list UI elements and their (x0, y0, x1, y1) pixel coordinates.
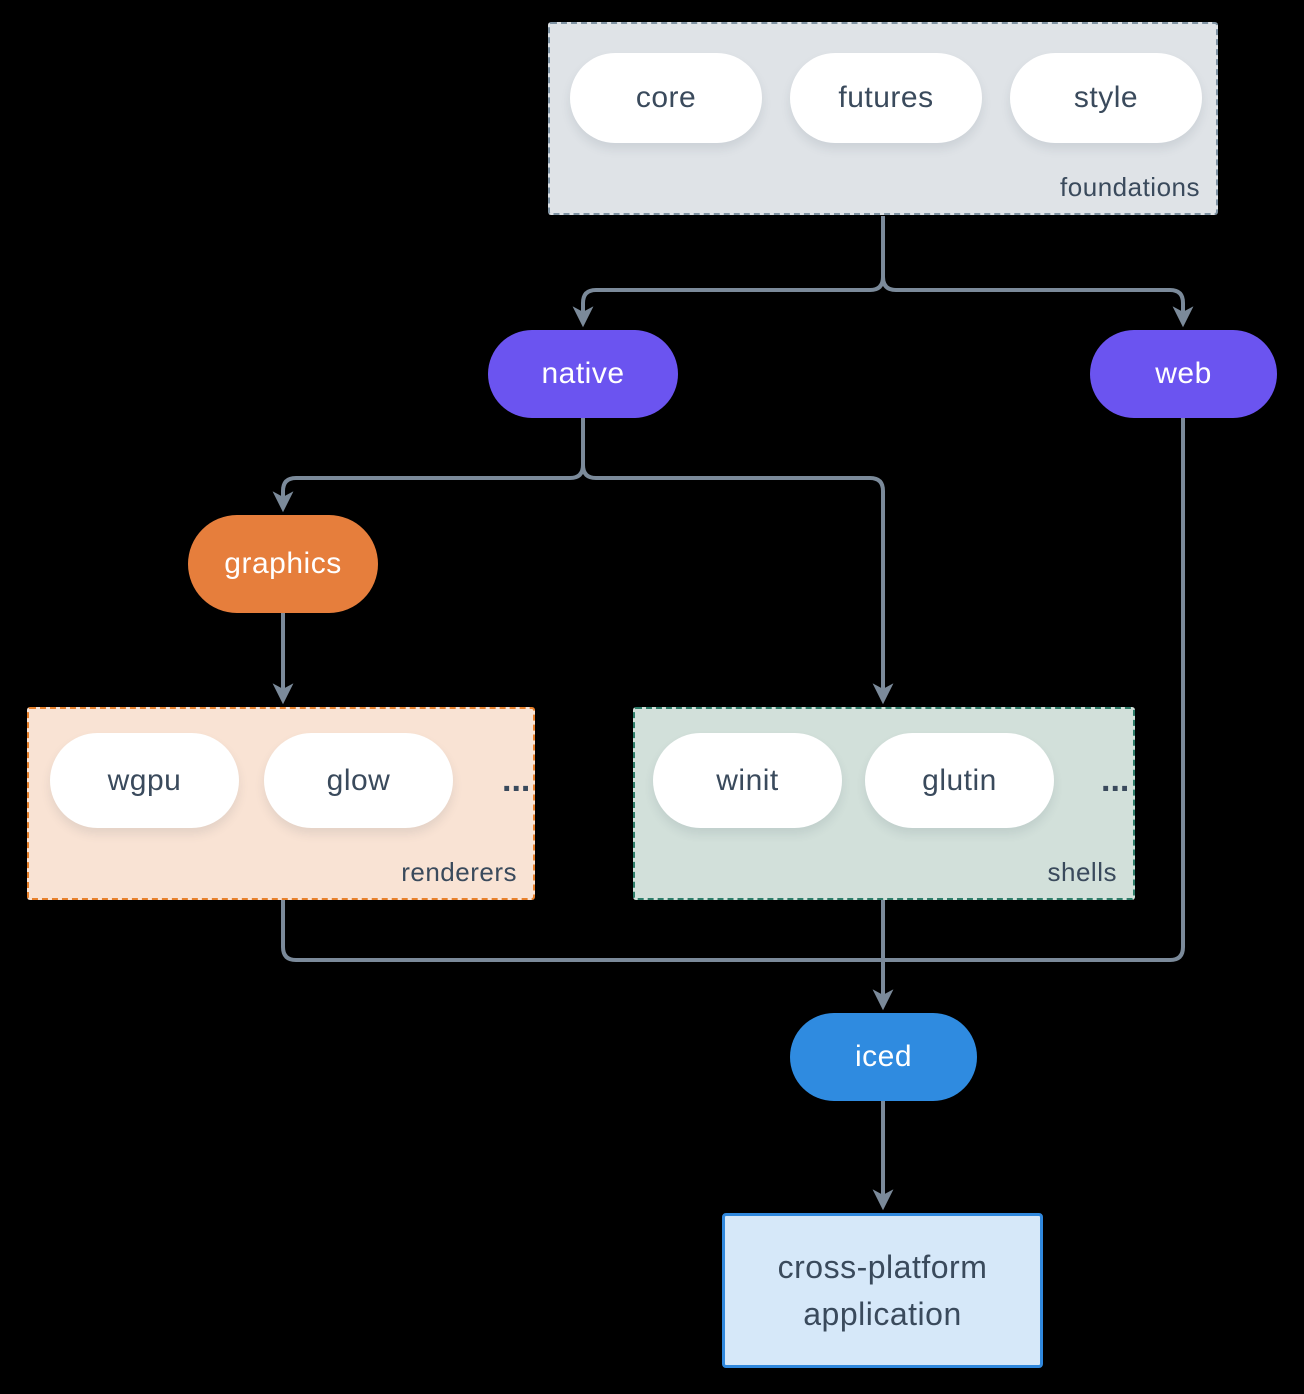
renderers-ellipsis: ... (502, 761, 531, 799)
node-graphics: graphics (188, 515, 378, 613)
node-wgpu: wgpu (50, 733, 239, 828)
node-native: native (488, 330, 678, 418)
node-glow: glow (264, 733, 453, 828)
application-label-line2: application (803, 1295, 962, 1332)
edge-foundations-native (572, 216, 885, 328)
node-futures-label: futures (838, 81, 934, 114)
node-futures: futures (790, 53, 982, 143)
node-glutin-label: glutin (922, 763, 997, 797)
node-graphics-label: graphics (224, 547, 342, 580)
foundations-pill-row: core futures style (550, 24, 1216, 143)
node-iced: iced (790, 1013, 977, 1101)
node-glutin: glutin (865, 733, 1054, 828)
shells-pill-row: winit glutin ... (635, 709, 1133, 828)
node-winit-label: winit (716, 763, 779, 797)
node-wgpu-label: wgpu (107, 763, 182, 797)
node-cross-platform-application: cross-platform application (722, 1213, 1043, 1368)
edge-web-iced (883, 418, 1185, 962)
foundations-group-label: foundations (1060, 172, 1200, 202)
node-core: core (570, 53, 762, 143)
renderers-pill-row: wgpu glow ... (29, 709, 533, 828)
group-foundations: core futures style foundations (548, 22, 1218, 215)
shells-group-label: shells (1047, 857, 1117, 887)
edge-renderers-iced (281, 900, 883, 962)
group-shells: winit glutin ... shells (633, 707, 1135, 900)
shells-ellipsis: ... (1101, 761, 1130, 799)
node-native-label: native (541, 357, 625, 390)
renderers-group-label: renderers (401, 857, 517, 887)
edge-foundations-web (881, 216, 1194, 328)
group-renderers: wgpu glow ... renderers (27, 707, 535, 900)
node-glow-label: glow (326, 763, 391, 797)
node-style-label: style (1073, 81, 1139, 114)
application-label-line1: cross-platform (777, 1249, 988, 1286)
node-style: style (1010, 53, 1202, 143)
edge-native-graphics (272, 418, 585, 513)
node-core-label: core (635, 81, 697, 114)
edge-native-shells (581, 418, 894, 705)
node-web: web (1090, 330, 1277, 418)
node-winit: winit (653, 733, 842, 828)
node-iced-label: iced (854, 1040, 913, 1073)
node-web-label: web (1155, 357, 1212, 390)
